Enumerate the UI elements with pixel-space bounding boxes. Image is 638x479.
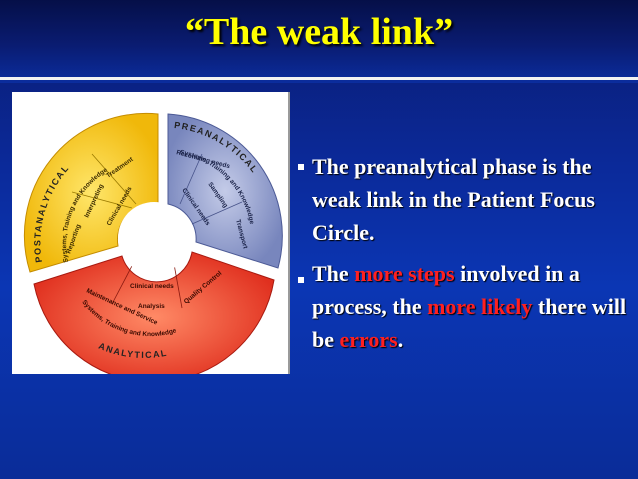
body-text: The preanalytical phase is the weak link… [298, 150, 634, 356]
red-segment-analytical [33, 251, 275, 374]
red-item-analysis: Analysis [138, 303, 165, 310]
highlight-more-steps: more steps [354, 261, 455, 286]
para2-text-3: there will be [312, 294, 627, 352]
slide-title: “The weak link” [184, 11, 454, 53]
red-item-clinical-needs: Clinical needs [130, 283, 174, 290]
title-band [0, 0, 638, 83]
bullet-2 [298, 277, 304, 283]
highlight-more-likely: more likely [427, 294, 533, 319]
blue-segment-preanalytical [167, 113, 283, 269]
paragraph-more-steps: The more steps involved in a process, th… [298, 257, 634, 356]
para2-text-1: The [312, 261, 355, 286]
highlight-errors: errors [339, 327, 398, 352]
patient-focus-circle-figure: POSTANALYTICAL PREANALYTICAL ANALYTICAL … [12, 92, 288, 374]
paragraph-weak-link: The preanalytical phase is the weak link… [312, 154, 595, 245]
para2-text-4: . [397, 327, 404, 352]
para2-text-2: involved in a process, the [312, 261, 580, 319]
figure-border [288, 92, 290, 374]
title-divider [0, 77, 638, 80]
patient-focus-circle-diagram: POSTANALYTICAL PREANALYTICAL ANALYTICAL … [23, 112, 283, 374]
bullet-1 [298, 164, 304, 170]
center-hub [118, 202, 190, 274]
